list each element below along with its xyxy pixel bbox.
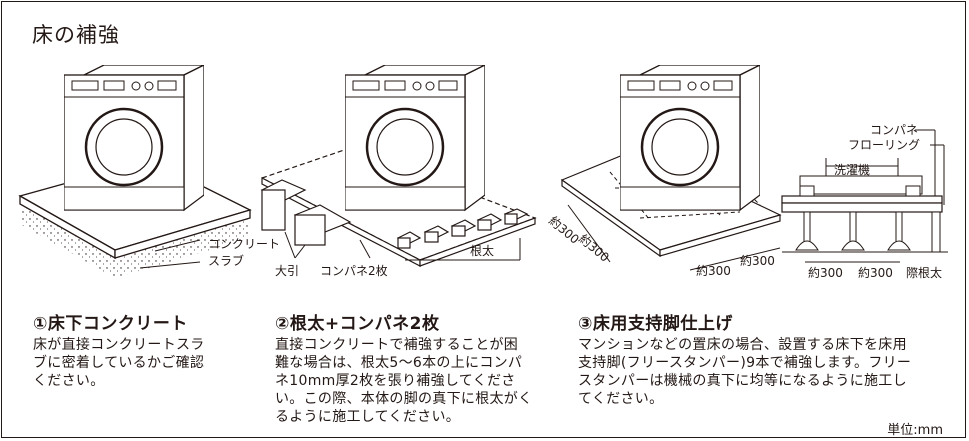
label-washer: 洗濯機 <box>834 162 870 177</box>
label-konpane-section: コンパネ <box>870 123 918 137</box>
label-ohbiki: 大引 <box>275 264 299 278</box>
figure-support-legs-section: コンパネ フローリング 洗濯機 約300 約300 際根太 <box>781 123 948 280</box>
label-300-f: 約300 <box>858 265 893 280</box>
section-3-line: スタンパーは機械の真下に均等になるように施工し <box>578 373 907 389</box>
label-flooring: フローリング <box>848 138 920 152</box>
section-3-line: 支持脚(フリースタンパー)9本で補強します。フリー <box>578 355 912 371</box>
label-concrete: コンクリート <box>208 237 280 251</box>
section-2-line: ネ10mm厚2枚を張り補強してくださ <box>275 373 516 389</box>
section-3-body: マンションなどの置床の場合、設置する床下を床用 支持脚(フリースタンパー)9本で… <box>578 336 948 408</box>
section-3-line: てください。 <box>578 391 664 407</box>
label-300-e: 約300 <box>808 265 843 280</box>
label-edge-joist: 際根太 <box>906 265 942 280</box>
label-300-d: 約300 <box>740 253 775 268</box>
section-1-line: ブに密着しているかご確認 <box>33 355 205 371</box>
section-2-line: るように施工してください。 <box>275 409 461 425</box>
figure-joist-plywood: 大引 コンパネ2枚 根太 <box>260 65 537 278</box>
section-3-line: マンションなどの置床の場合、設置する床下を床用 <box>578 337 907 353</box>
label-300-c: 約300 <box>696 263 731 278</box>
section-2-line: 直接コンクリートで補強することが困 <box>275 337 519 353</box>
section-1-heading: ①床下コンクリート <box>33 314 188 334</box>
section-1-line: ください。 <box>33 373 105 389</box>
page-title: 床の補強 <box>32 23 120 47</box>
label-neda: 根太 <box>470 243 494 258</box>
figure-support-legs-perspective: 約300 約300 約300 約300 <box>546 65 782 278</box>
figure-concrete-slab: コンクリート スラブ <box>18 65 280 278</box>
section-1-body: 床が直接コンクリートスラ ブに密着しているかご確認 ください。 <box>33 336 248 390</box>
unit-note: 単位:mm <box>887 423 943 438</box>
label-konpane: コンパネ2枚 <box>320 263 388 278</box>
label-300-b: 約300 <box>576 231 612 265</box>
section-2-heading: ②根太+コンパネ2枚 <box>275 314 440 334</box>
section-3-heading: ③床用支持脚仕上げ <box>578 314 733 334</box>
section-2-line: い。この際、本体の脚の真下に根太がく <box>275 391 533 407</box>
section-1-line: 床が直接コンクリートスラ <box>33 337 205 353</box>
section-2-line: 難な場合は、根太5～6本の上にコンパ <box>275 355 523 371</box>
section-2-body: 直接コンクリートで補強することが困 難な場合は、根太5～6本の上にコンパ ネ10… <box>275 336 560 426</box>
label-slab: スラブ <box>208 253 244 268</box>
